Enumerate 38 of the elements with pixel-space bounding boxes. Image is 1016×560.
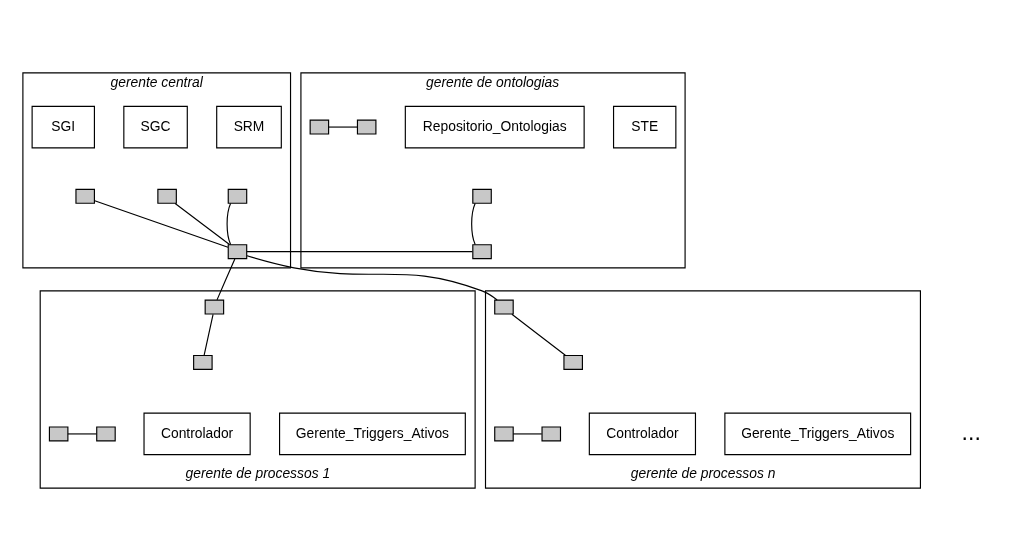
node-box bbox=[48, 425, 69, 441]
connector bbox=[203, 313, 214, 356]
node-box bbox=[309, 119, 330, 135]
node-box bbox=[227, 243, 248, 259]
node-box bbox=[494, 299, 514, 315]
node-box bbox=[75, 188, 95, 204]
node-box bbox=[157, 188, 177, 204]
node-box: Controlador bbox=[588, 412, 697, 455]
node-box: Repositorio_Ontologias bbox=[404, 105, 585, 148]
node-box bbox=[227, 188, 248, 204]
node-box bbox=[204, 299, 225, 315]
node-box: Gerente_Triggers_Ativos bbox=[724, 412, 912, 455]
connector bbox=[471, 202, 476, 245]
connector bbox=[246, 250, 473, 252]
label: ... bbox=[961, 418, 981, 445]
node-box: SGC bbox=[123, 105, 188, 148]
node-box bbox=[472, 188, 492, 204]
node-box: STE bbox=[613, 105, 677, 148]
connector bbox=[328, 126, 358, 128]
connector bbox=[511, 313, 566, 356]
node-box bbox=[356, 119, 377, 135]
connector bbox=[94, 199, 229, 248]
node-box bbox=[541, 425, 562, 441]
node-box bbox=[494, 425, 514, 441]
node-box bbox=[563, 354, 583, 370]
connector bbox=[67, 432, 97, 434]
connector bbox=[246, 254, 498, 301]
node-box bbox=[96, 425, 116, 441]
connector bbox=[512, 432, 543, 434]
connector bbox=[226, 202, 232, 245]
node-box: SRM bbox=[216, 105, 282, 148]
node-box: SGI bbox=[31, 105, 95, 148]
node-box: Gerente_Triggers_Ativos bbox=[279, 412, 466, 455]
connector bbox=[216, 257, 236, 300]
node-box bbox=[193, 354, 213, 370]
connector bbox=[174, 202, 231, 245]
node-box bbox=[472, 243, 492, 259]
node-box: Controlador bbox=[143, 412, 251, 455]
